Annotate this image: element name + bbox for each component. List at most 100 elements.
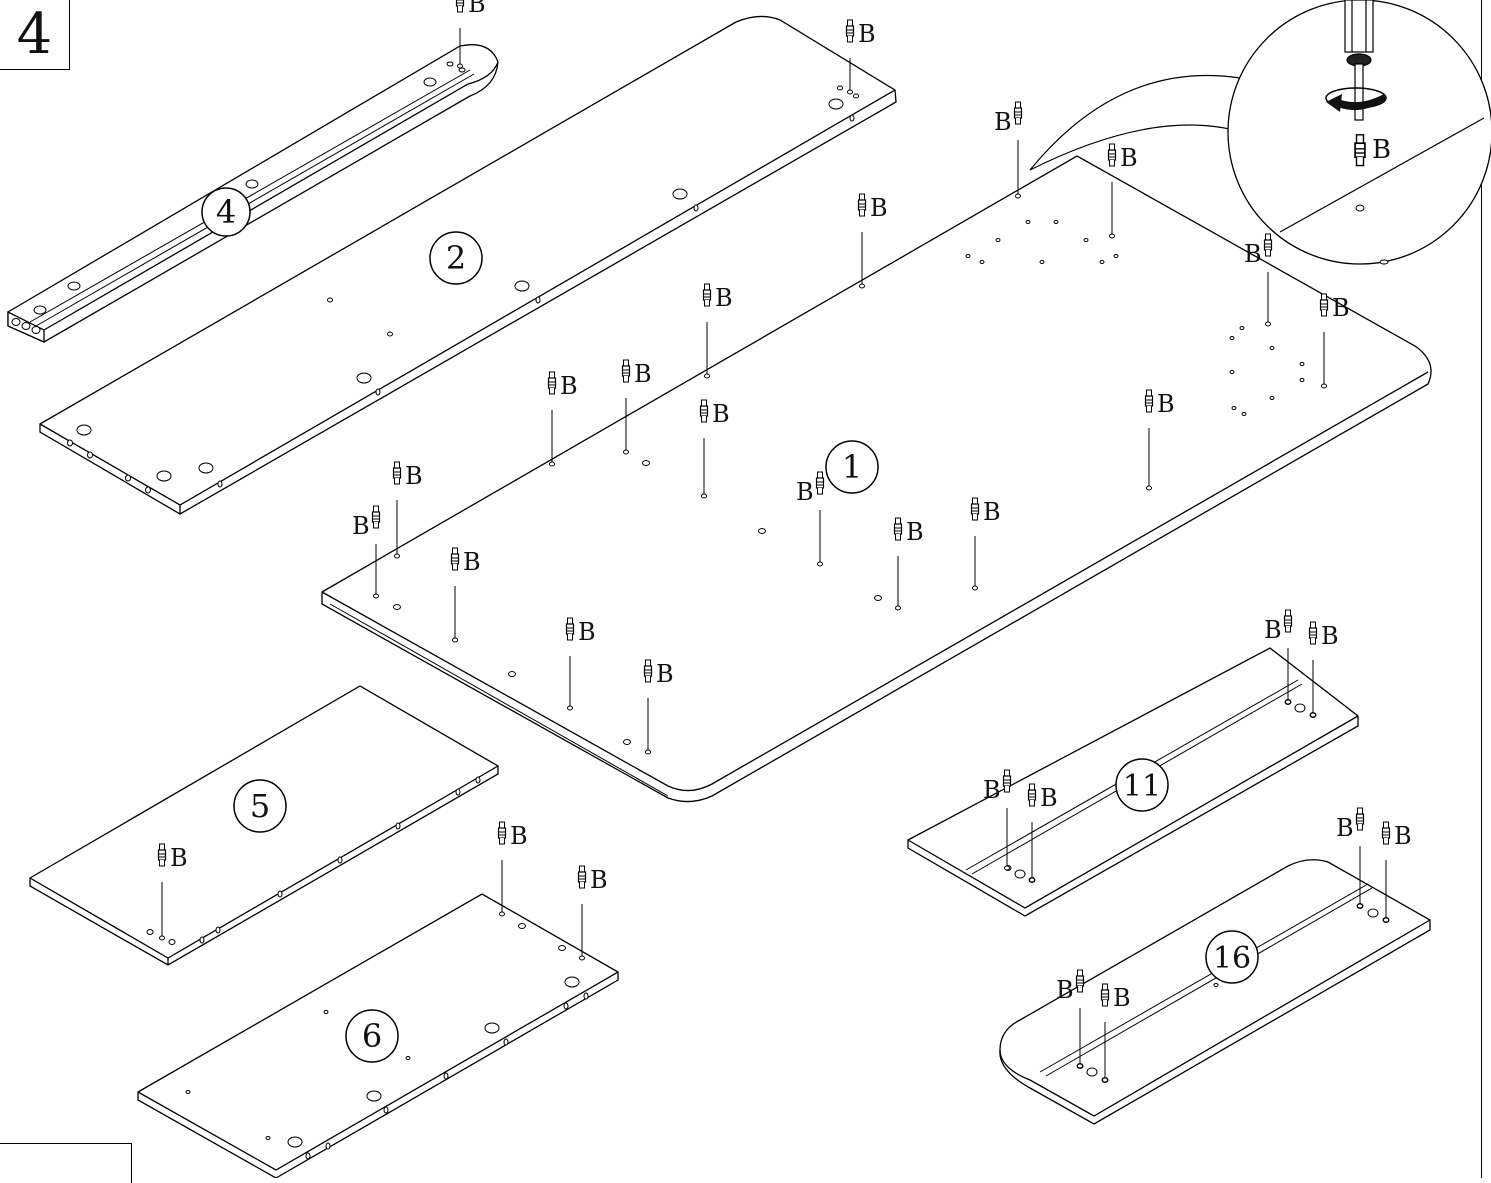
bolt-icon bbox=[845, 19, 855, 43]
bolt-label: B bbox=[715, 284, 733, 312]
bolt-icon bbox=[621, 359, 631, 383]
bolt-icon bbox=[1319, 293, 1329, 317]
bolt-label: B bbox=[468, 0, 486, 18]
bolt-icon bbox=[643, 659, 653, 683]
panel-1-board bbox=[321, 155, 1432, 803]
bolt-label: B bbox=[1113, 984, 1131, 1012]
cam-bolt-b: B bbox=[1107, 143, 1138, 239]
bolt-label: B bbox=[560, 372, 578, 400]
cam-bolt-b: B bbox=[621, 359, 652, 455]
bolt-icon bbox=[371, 505, 381, 529]
bolt-label: B bbox=[634, 360, 652, 388]
panel-1-holes bbox=[393, 220, 1305, 745]
panel-6-label: 6 bbox=[362, 1017, 382, 1055]
bolt-icon bbox=[577, 865, 587, 889]
bolt-icon bbox=[1283, 609, 1293, 633]
bolt-label: B bbox=[994, 108, 1012, 136]
cam-bolt-b: B bbox=[455, 0, 486, 69]
bolt-icon bbox=[1263, 233, 1273, 257]
panel-4-label: 4 bbox=[216, 193, 236, 231]
step-number-box: 4 bbox=[0, 0, 70, 70]
bolt-label: B bbox=[1332, 294, 1350, 322]
panel-2-holes bbox=[67, 85, 859, 494]
bolt-label: B bbox=[1244, 240, 1262, 268]
bolt-label: B bbox=[858, 20, 876, 48]
bolt-label: B bbox=[906, 518, 924, 546]
cam-bolt-b: B bbox=[643, 659, 674, 755]
panel-16-board bbox=[999, 859, 1431, 1125]
panel-1-label: 1 bbox=[842, 448, 862, 486]
cam-bolt-b: B bbox=[845, 19, 876, 95]
bolt-icon bbox=[1013, 101, 1023, 125]
cam-bolt-b: B bbox=[983, 769, 1012, 871]
cam-bolt-b: B bbox=[157, 843, 188, 941]
bolt-icon bbox=[1144, 389, 1154, 413]
bolt-label: B bbox=[1264, 616, 1282, 644]
bolt-icon bbox=[455, 0, 465, 13]
cam-bolt-b: B bbox=[547, 371, 578, 467]
panel-5-number: 5 bbox=[233, 779, 287, 833]
cam-bolt-b: B bbox=[352, 505, 381, 599]
bolt-icon bbox=[1100, 983, 1110, 1007]
cam-bolt-b: B bbox=[450, 547, 481, 643]
bolt-icon bbox=[857, 193, 867, 217]
bolt-label: B bbox=[1040, 784, 1058, 812]
panel-4-rail bbox=[7, 44, 499, 344]
bolt-label: B bbox=[1336, 814, 1354, 842]
bolt-label: B bbox=[796, 478, 814, 506]
bottom-left-frame bbox=[0, 1143, 132, 1183]
bolt-icon bbox=[497, 821, 507, 845]
bolt-icon bbox=[970, 497, 980, 521]
cam-bolt-b: B bbox=[1144, 389, 1175, 491]
cam-bolt-b: B bbox=[1319, 293, 1350, 389]
cam-bolt-b: B bbox=[970, 497, 1001, 591]
page-border-right bbox=[1481, 0, 1482, 1178]
bolt-label: B bbox=[1321, 622, 1339, 650]
bolt-label: B bbox=[578, 618, 596, 646]
clockwise-arrow-icon bbox=[1325, 87, 1387, 112]
bolt-label: B bbox=[1157, 390, 1175, 418]
bolt-icon bbox=[565, 617, 575, 641]
bolt-label: B bbox=[510, 822, 528, 850]
panel-4-number: 4 bbox=[201, 187, 251, 237]
bolt-icon bbox=[1027, 783, 1037, 807]
bolt-icon bbox=[157, 843, 167, 867]
bolt-label: B bbox=[712, 400, 730, 428]
cam-bolt-b: B bbox=[702, 283, 733, 379]
bolt-icon bbox=[702, 283, 712, 307]
cam-bolt-b: B bbox=[392, 461, 423, 559]
bolt-label: B bbox=[170, 844, 188, 872]
bolt-label: B bbox=[1056, 976, 1074, 1004]
panel-1-number: 1 bbox=[825, 440, 879, 494]
cam-bolt-b: B bbox=[1308, 621, 1339, 718]
cam-bolt-b: B bbox=[1381, 821, 1412, 923]
cam-bolt-b: B bbox=[796, 471, 825, 567]
cam-bolt-b: B bbox=[1100, 983, 1131, 1083]
detail-callout: B bbox=[1029, 0, 1491, 265]
bolt-icon bbox=[815, 471, 825, 495]
panel-5-label: 5 bbox=[250, 787, 270, 825]
bolt-icon bbox=[1308, 621, 1318, 645]
panel-11-number: 11 bbox=[1115, 758, 1169, 812]
panel-16-number: 16 bbox=[1205, 930, 1259, 984]
cam-bolt-b: B bbox=[1056, 969, 1085, 1069]
bolt-label: B bbox=[590, 866, 608, 894]
bolt-label: B bbox=[1394, 822, 1412, 850]
cam-bolt-b: B bbox=[1336, 807, 1365, 909]
bolt-label: B bbox=[983, 498, 1001, 526]
bolt-icon bbox=[1002, 769, 1012, 793]
bolt-icon bbox=[1107, 143, 1117, 167]
panel-16-label: 16 bbox=[1213, 941, 1251, 976]
bolt-icon bbox=[699, 399, 709, 423]
cam-bolt-b: B bbox=[577, 865, 608, 961]
panel-6-holes bbox=[185, 923, 589, 1160]
bolt-label: B bbox=[656, 660, 674, 688]
cam-bolt-b: B bbox=[857, 193, 888, 289]
panel-4-holes bbox=[11, 61, 466, 334]
cam-bolt-b: B bbox=[565, 617, 596, 711]
detail-bolt-label: B bbox=[1372, 135, 1391, 165]
cam-bolt-b: B bbox=[497, 821, 528, 917]
bolt-label: B bbox=[405, 462, 423, 490]
cam-bolt-b: B bbox=[1244, 233, 1273, 327]
